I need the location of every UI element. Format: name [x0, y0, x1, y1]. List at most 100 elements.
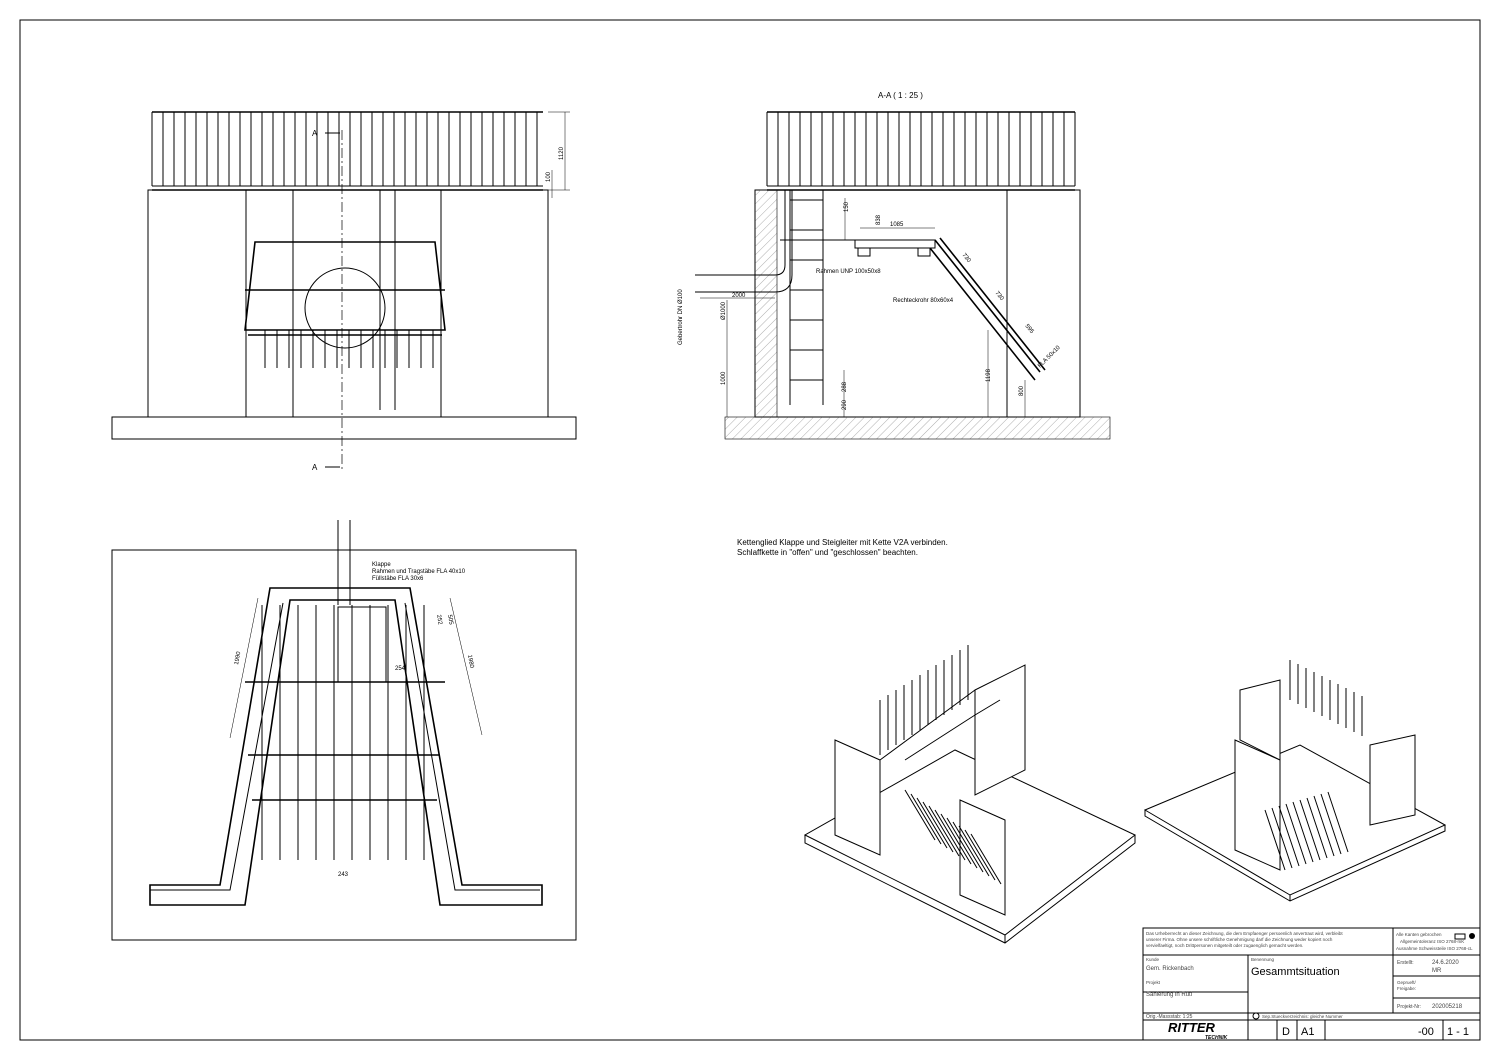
drawing-line — [1278, 805, 1300, 867]
dimension: 505 — [446, 614, 454, 626]
tolerance-text: Ausnahme Schweissteile ISO 2768-cL — [1396, 946, 1473, 951]
parts-note: Sep.Stueckverzeichnis: gleiche Nummer — [1262, 1014, 1343, 1019]
sheet-number: 1 - 1 — [1447, 1026, 1469, 1038]
field-label: Benennung — [1251, 957, 1275, 962]
railing-section — [766, 111, 1076, 191]
field-label: Projekt-Nr: — [1397, 1004, 1421, 1010]
ladder — [789, 190, 824, 405]
drawing-line — [1264, 809, 1286, 871]
drawing-line — [964, 829, 996, 881]
drawing-line — [1292, 801, 1314, 863]
sheet-border — [19, 19, 1481, 1041]
section-label: A — [312, 463, 318, 472]
field-label: Erstellt: — [1397, 960, 1414, 966]
label: Klappe — [372, 562, 391, 568]
dimension: 1085 — [890, 222, 904, 228]
assembly-note: Kettenglied Klappe und Steigleiter mit K… — [737, 538, 948, 547]
sheet-size: D — [1282, 1026, 1290, 1038]
copyright-text: unserer Firma. Ohne unsere schriftliche … — [1146, 937, 1333, 942]
field-label: Kunde — [1146, 957, 1160, 962]
label: Rechteckrohr 80x60x4 — [893, 298, 954, 304]
ladder — [379, 190, 396, 410]
drawing-line — [916, 797, 948, 849]
tolerance-text: Alle Kanten gebrochen — [1396, 932, 1442, 937]
dimension: 838 — [876, 214, 882, 225]
isometric-view-1 — [803, 645, 1136, 944]
drawing-line — [1299, 799, 1321, 861]
field-label: Geprueft/ — [1397, 980, 1417, 985]
dimension: 254 — [395, 666, 406, 672]
drawing-line — [940, 813, 972, 865]
assembly-note: Schlaffkette in "offen" und "geschlossen… — [737, 548, 918, 557]
label: Füllstäbe FLA 30x6 — [372, 576, 424, 582]
dimension: 1198 — [986, 368, 992, 382]
revision: -00 — [1418, 1026, 1434, 1038]
project: Sanierung in Rüti — [1146, 992, 1192, 998]
railing-front — [151, 111, 543, 191]
drawing-line — [904, 789, 936, 841]
drawing-line — [1327, 791, 1349, 853]
shaft-wall — [147, 189, 549, 418]
drawing-line — [922, 801, 954, 853]
copyright-text: Das Urheberrecht an dieser Zeichnung, di… — [1146, 931, 1343, 936]
scale: Orig.-Massstab: 1:25 — [1146, 1014, 1193, 1020]
section-label: A — [312, 129, 318, 138]
paper-format: A1 — [1301, 1026, 1314, 1038]
hatch-cover — [337, 606, 387, 683]
dimension: 595 — [1023, 323, 1034, 335]
pipe-opening — [304, 267, 386, 349]
drawing-line — [1320, 793, 1342, 855]
drawing-line — [1313, 795, 1335, 857]
inclined-grate — [929, 237, 1046, 381]
section-view: A-A ( 1 : 25 ) Rahmen UNP 100x50x8 Recht… — [678, 91, 1111, 440]
drawing-line — [958, 825, 990, 877]
front-view: A A 1120 100 — [111, 111, 577, 472]
dimension: 1990 — [234, 651, 242, 666]
dimension: 1000 — [721, 371, 727, 385]
dimension: 1980 — [466, 654, 474, 669]
dimension: 243 — [338, 872, 349, 878]
dimension: 252 — [435, 614, 443, 626]
drawing-line — [1306, 797, 1328, 859]
project-number: 202005218 — [1432, 1004, 1463, 1010]
drawing-title: Gesammtsituation — [1251, 966, 1340, 978]
shaft-outline — [149, 587, 543, 906]
company-logo: TECHNIK — [1205, 1035, 1228, 1041]
drawing-line — [952, 821, 984, 873]
label: Rahmen und Tragstäbe FLA 40x10 — [372, 569, 466, 575]
ground — [724, 416, 1111, 440]
company-logo: RITTER — [1168, 1020, 1216, 1035]
tolerance-text: Allgemeintoleranz ISO 2768-mK — [1400, 939, 1464, 944]
dimension: 1120 — [559, 146, 565, 160]
created-date: 24.6.2020 — [1432, 960, 1459, 966]
label: FLA 50x10 — [1037, 344, 1062, 369]
dimension: 100 — [546, 171, 552, 182]
drawing-line — [934, 809, 966, 861]
drawing-line — [910, 793, 942, 845]
dimension: 800 — [1019, 385, 1025, 396]
dimension: 288 — [842, 381, 848, 392]
base-slab — [111, 416, 577, 440]
dimension: 730 — [960, 252, 971, 264]
label: Rahmen UNP 100x50x8 — [816, 269, 881, 275]
field-label: Projekt — [1146, 980, 1161, 985]
plan-view: Klappe Rahmen und Tragstäbe FLA 40x10 Fü… — [111, 520, 577, 941]
drawing-line — [1271, 807, 1293, 869]
drawing-line — [928, 805, 960, 857]
view-title: A-A ( 1 : 25 ) — [878, 91, 923, 100]
customer: Gem. Rickenbach — [1146, 966, 1194, 972]
isometric-view-2 — [1143, 660, 1447, 902]
drawing-line — [946, 817, 978, 869]
label: Gebertrohr DN Ø100 — [678, 289, 684, 345]
author: MR — [1432, 968, 1442, 974]
drawing-line — [970, 833, 1002, 885]
drawing-line — [1285, 803, 1307, 865]
pipe — [695, 190, 793, 293]
dimension: 290 — [842, 399, 848, 410]
platform — [780, 239, 936, 257]
dimension: 730 — [993, 290, 1004, 302]
dimension: 2000 — [732, 293, 746, 299]
pipe — [337, 520, 351, 605]
projection-symbol-icon — [1469, 933, 1475, 939]
